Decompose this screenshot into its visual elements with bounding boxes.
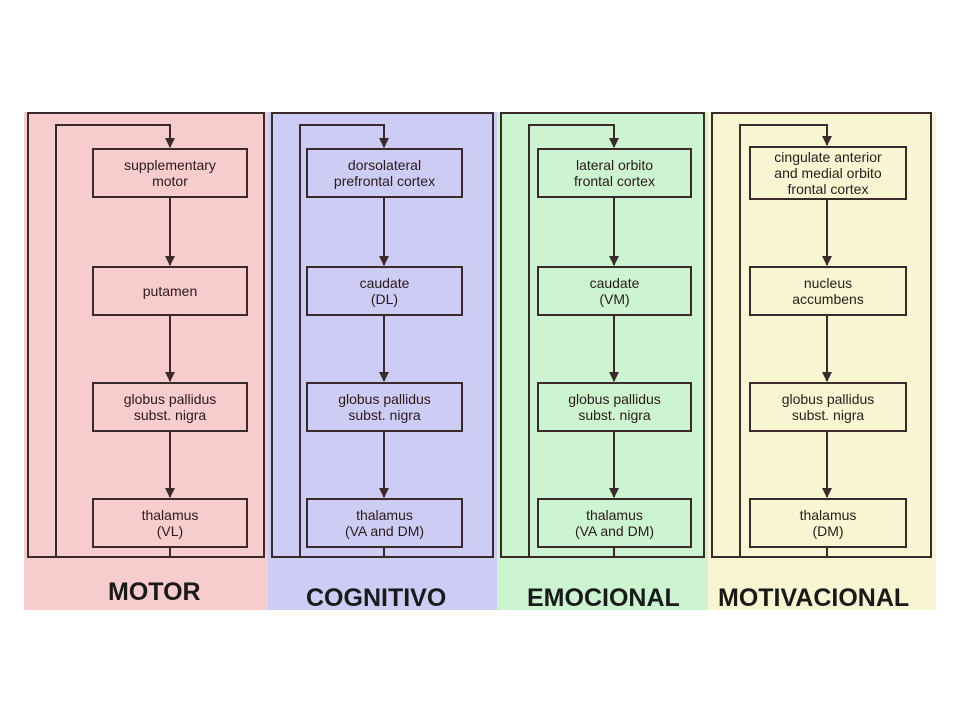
cognitivo-box-thalamus: thalamus (VA and DM) bbox=[306, 498, 463, 548]
emocional-box-caudate: caudate (VM) bbox=[537, 266, 692, 316]
motor-box-supplementary-motor: supplementary motor bbox=[92, 148, 248, 198]
motor-box-thalamus: thalamus (VL) bbox=[92, 498, 248, 548]
caption-motivacional: MOTIVACIONAL bbox=[718, 584, 910, 612]
caption-cognitivo: COGNITIVO bbox=[306, 584, 447, 612]
emocional-box-thalamus: thalamus (VA and DM) bbox=[537, 498, 692, 548]
cognitivo-box-dorsolateral-prefrontal: dorsolateral prefrontal cortex bbox=[306, 148, 463, 198]
emocional-box-lateral-orbitofrontal: lateral orbito frontal cortex bbox=[537, 148, 692, 198]
cognitivo-box-globus-pallidus: globus pallidus subst. nigra bbox=[306, 382, 463, 432]
motivacional-box-globus-pallidus: globus pallidus subst. nigra bbox=[749, 382, 907, 432]
caption-motor: MOTOR bbox=[108, 578, 201, 606]
caption-emocional: EMOCIONAL bbox=[527, 584, 680, 612]
motivacional-box-thalamus: thalamus (DM) bbox=[749, 498, 907, 548]
cognitivo-box-caudate: caudate (DL) bbox=[306, 266, 463, 316]
emocional-box-globus-pallidus: globus pallidus subst. nigra bbox=[537, 382, 692, 432]
motivacional-box-nucleus-accumbens: nucleus accumbens bbox=[749, 266, 907, 316]
motor-box-putamen: putamen bbox=[92, 266, 248, 316]
motivacional-box-cingulate-anterior: cingulate anterior and medial orbito fro… bbox=[749, 146, 907, 200]
motor-box-globus-pallidus: globus pallidus subst. nigra bbox=[92, 382, 248, 432]
